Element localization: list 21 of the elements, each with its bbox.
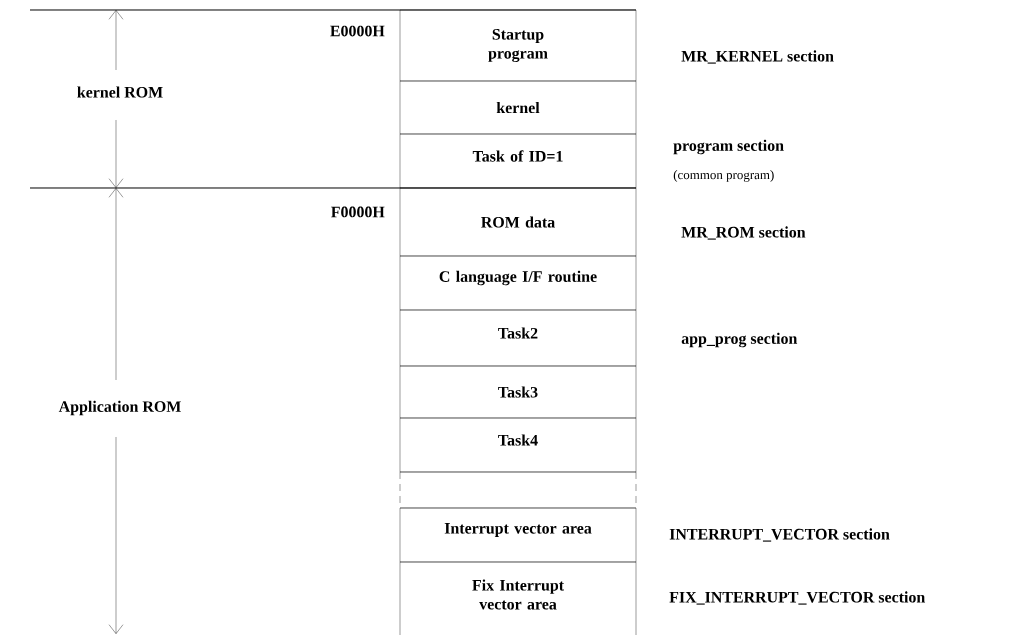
memory-cell: Task2: [399, 309, 637, 367]
memory-cell: Fix Interrupt vector area: [399, 561, 637, 635]
section-label: MR_KERNEL section: [681, 50, 834, 64]
section-label: program section: [673, 139, 784, 155]
note: (common program): [673, 170, 774, 182]
section-label: app_prog section: [681, 332, 798, 348]
memory-cell: C language I/F routine: [399, 255, 637, 311]
memory-cell: Task4: [399, 417, 637, 473]
region-label: kernel ROM: [77, 86, 163, 98]
memory-cell: ROM data: [399, 187, 637, 257]
address-label: E0000H: [330, 25, 385, 37]
memory-cell: Task3: [399, 365, 637, 419]
memory-cell: Task of ID=1: [399, 133, 637, 189]
section-label: FIX_INTERRUPT_VECTOR section: [669, 591, 926, 605]
region-label: Application ROM: [58, 400, 181, 416]
memory-cell: Interrupt vector area: [399, 507, 637, 563]
section-label: MR_ROM section: [681, 226, 806, 240]
memory-cell: kernel: [399, 80, 637, 135]
address-label: F0000H: [331, 206, 385, 218]
memory-cell: Startup program: [399, 9, 637, 82]
section-label: INTERRUPT_VECTOR section: [669, 528, 890, 542]
